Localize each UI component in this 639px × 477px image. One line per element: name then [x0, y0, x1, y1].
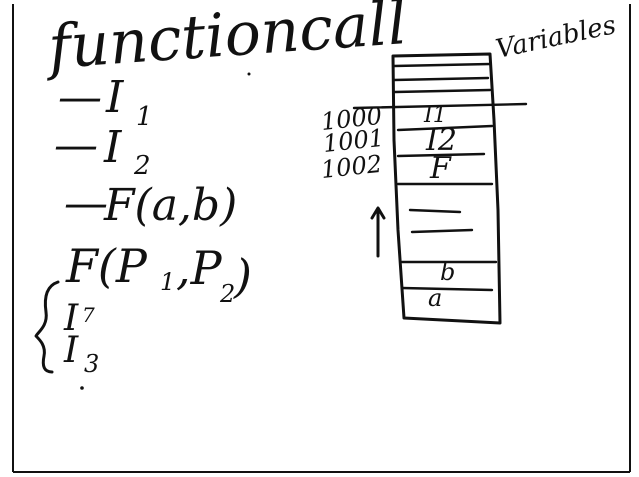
outline-dash-1: —: [58, 72, 102, 123]
stack-cell-i2: I2: [425, 123, 457, 158]
title-text: functioncall: [42, 0, 409, 83]
call-body-item-2: I 3: [63, 330, 99, 378]
ink-dot-2: [80, 386, 84, 390]
outline-text-3: F(a,b): [103, 180, 237, 231]
call-body-item-1: I 7: [63, 298, 95, 339]
outline-sub-1: 1: [136, 102, 153, 132]
memory-stack: [352, 52, 528, 325]
ink-dot: [247, 72, 251, 76]
call-sub-2: 2: [219, 280, 235, 308]
stack-cell-a: a: [428, 284, 442, 312]
call-mid: ,P: [176, 241, 223, 295]
outline-text-2: I: [103, 122, 123, 173]
call-sub-1: 1: [160, 268, 175, 296]
call-body-sub-1: 7: [82, 303, 95, 327]
call-body-text-2: I: [63, 330, 79, 371]
stack-cell-b: b: [440, 258, 455, 286]
outline-dash-3: —: [64, 178, 108, 229]
call-body-text-1: I: [63, 298, 79, 339]
address-3: 1002: [320, 150, 384, 184]
outline-dash-2: —: [54, 120, 98, 171]
call-open: F(P: [65, 239, 148, 293]
stack-cell-i1: I1: [423, 103, 447, 128]
outline-item-3: — F(a,b): [64, 178, 237, 231]
outline-sub-2: 2: [133, 151, 151, 181]
outline-text-1: I: [105, 72, 125, 123]
call-signature: F(P 1 ,P 2 ): [65, 239, 252, 308]
stack-cell-f: F: [429, 151, 452, 186]
call-body-sub-2: 3: [84, 350, 99, 378]
stack-growth-arrow: [370, 206, 386, 258]
curly-brace: [34, 280, 60, 374]
outline-item-2: — I 2: [54, 120, 151, 181]
call-close: ): [233, 249, 252, 303]
address-2: 1001: [322, 124, 386, 158]
outline-item-1: — I 1: [58, 72, 153, 132]
variables-label: Variables: [493, 10, 618, 65]
